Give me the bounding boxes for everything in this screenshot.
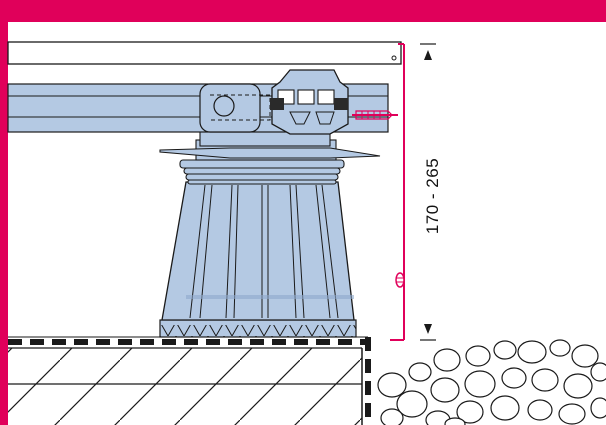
pedestal-threaded-collar — [179, 139, 345, 185]
clip-screw — [352, 110, 398, 120]
height-dimension — [390, 43, 436, 341]
height-range-label: 170 - 265 — [423, 157, 442, 235]
concrete-slab — [8, 347, 363, 425]
adjustable-pedestal — [161, 181, 355, 321]
pedestal-base — [159, 319, 357, 338]
gravel-fill — [377, 339, 606, 425]
dimension-arrow-top-icon — [424, 50, 432, 60]
deck-board — [7, 41, 402, 65]
dimension-arrow-bottom-icon — [424, 324, 432, 334]
joist-clip-head — [270, 69, 349, 135]
